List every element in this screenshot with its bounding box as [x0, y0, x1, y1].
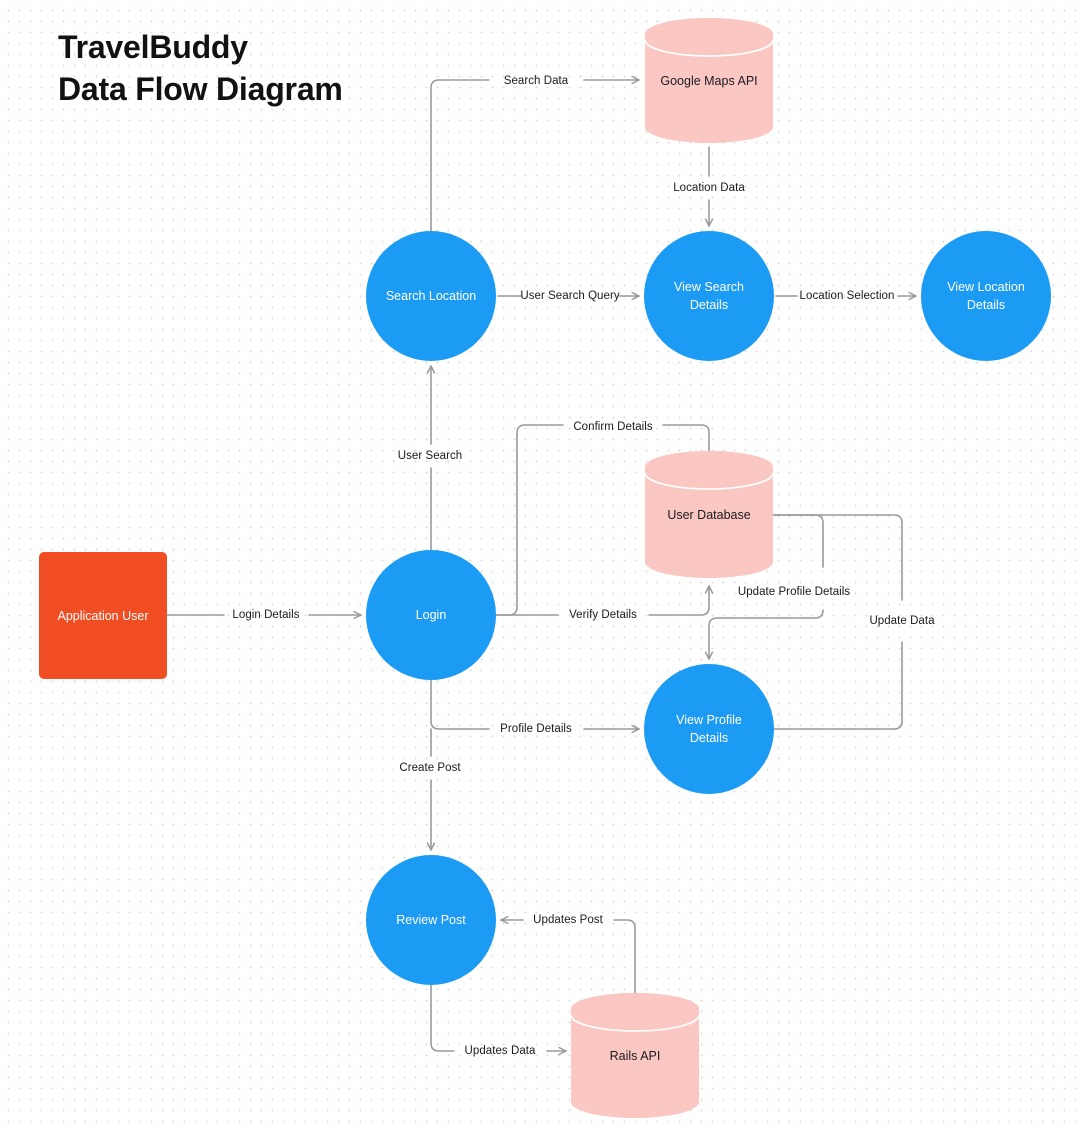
node-view-profile-details[interactable]: View Profile Details	[644, 664, 774, 794]
node-review-post[interactable]: Review Post	[366, 855, 496, 985]
node-label: User Database	[667, 507, 751, 522]
edge-label-verify-details: Verify Details	[569, 609, 637, 621]
edge-path-verify-details-b	[648, 585, 709, 616]
edge-path-update-data	[773, 641, 903, 730]
node-user-database[interactable]: User Database	[645, 451, 773, 578]
node-label: Google Maps API	[660, 73, 758, 88]
edge-label-update-data: Update Data	[869, 615, 935, 627]
cylinder-shape	[645, 451, 773, 578]
edge-label-login-details: Login Details	[232, 609, 300, 621]
node-search-location[interactable]: Search Location	[366, 231, 496, 361]
node-label: View Search Details	[674, 279, 744, 312]
edge-label-location-selection: Location Selection	[799, 290, 895, 302]
edge-label-search-data: Search Data	[503, 75, 569, 87]
node-google-maps-api[interactable]: Google Maps API	[645, 18, 773, 143]
node-application-user[interactable]: Application User	[39, 552, 167, 679]
edge-label-user-search: User Search	[397, 450, 463, 462]
edge-label-updates-data: Updates Data	[464, 1045, 536, 1057]
node-view-location-details[interactable]: View Location Details	[921, 231, 1051, 361]
node-rails-api[interactable]: Rails API	[571, 993, 699, 1118]
node-label: Search Location	[385, 288, 477, 303]
edge-path-update-profile-details-b	[709, 609, 824, 660]
node-view-search-details[interactable]: View Search Details	[644, 231, 774, 361]
cylinder-shape	[645, 18, 773, 143]
edge-label-create-post: Create Post	[399, 762, 461, 774]
node-login[interactable]: Login	[366, 550, 496, 680]
edge-label-update-profile-details: Update Profile Details	[737, 586, 851, 598]
edge-path-update-profile-details	[772, 514, 824, 568]
cylinder-shape	[571, 993, 699, 1118]
edge-path-confirm-details	[662, 424, 710, 452]
node-label: Login	[415, 607, 447, 622]
edge-label-confirm-details: Confirm Details	[573, 421, 653, 433]
node-label: Application User	[57, 608, 149, 623]
edge-path-profile-details	[430, 679, 490, 730]
node-label: View Profile Details	[676, 712, 742, 745]
edge-label-updates-post: Updates Post	[533, 914, 603, 926]
edge-path-updates-post	[613, 919, 636, 994]
edge-label-location-data: Location Data	[673, 182, 745, 194]
edge-path-confirm-details-b	[495, 424, 564, 616]
node-label: View Location Details	[947, 279, 1025, 312]
page-title: TravelBuddy Data Flow Diagram	[58, 29, 343, 108]
edge-label-user-search-query: User Search Query	[520, 290, 620, 302]
node-label: Rails API	[609, 1048, 661, 1063]
node-label: Review Post	[396, 912, 466, 927]
edge-path-updates-data	[430, 984, 455, 1052]
edge-label-profile-details: Profile Details	[500, 723, 572, 735]
